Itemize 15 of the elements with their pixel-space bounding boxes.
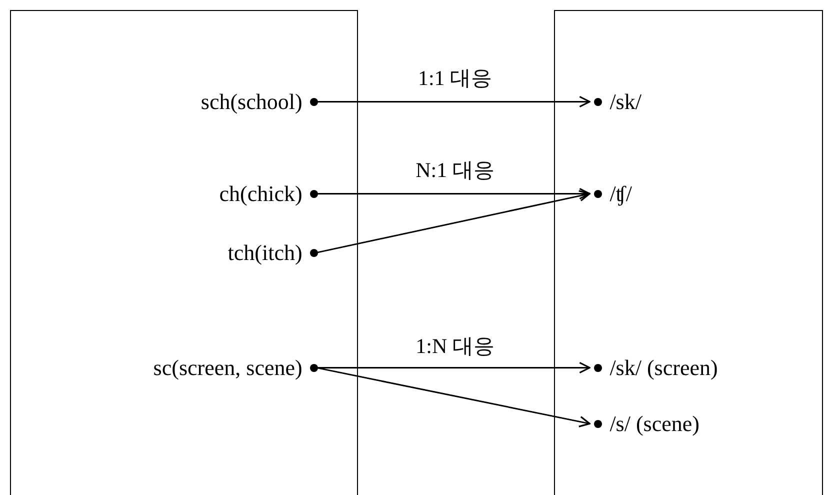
panel-box — [10, 10, 358, 495]
spelling-text: sc(screen, scene) — [153, 354, 302, 381]
arrow — [316, 96, 590, 108]
panel-box — [554, 10, 823, 495]
arrow — [316, 188, 590, 200]
sound-text: /ʧ/ — [610, 180, 632, 207]
arrow — [316, 366, 590, 428]
sound-text: /sk/ — [610, 88, 642, 115]
sound-text: /sk/ (screen) — [610, 354, 718, 381]
spelling-text: sch(school) — [200, 88, 302, 115]
spelling-text: tch(itch) — [228, 240, 302, 266]
spelling-text: ch(chick) — [219, 180, 302, 207]
arrow — [316, 190, 590, 254]
arrow — [316, 362, 590, 374]
sound-text: /s/ (scene) — [610, 410, 700, 437]
